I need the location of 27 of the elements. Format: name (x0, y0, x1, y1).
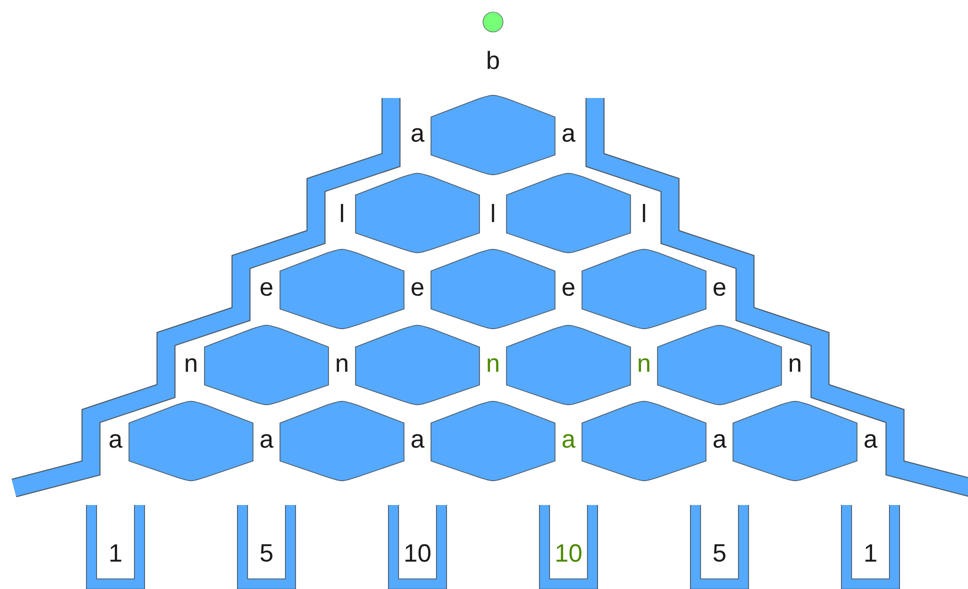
letter-label: l (492, 204, 494, 222)
letter-label: n (488, 358, 498, 372)
letter-label: a (562, 128, 576, 142)
letter-label: a (412, 128, 424, 142)
bin: 5 (237, 505, 296, 589)
letter-label: a (864, 434, 878, 448)
bin: 10 (388, 505, 447, 589)
letter-label: b (488, 50, 499, 70)
letter-label: l (340, 204, 344, 222)
letter-label: e (260, 282, 272, 296)
letter-label: n (790, 358, 800, 372)
letter-label: a (562, 434, 576, 448)
letter-label: a (714, 434, 726, 448)
bin: 5 (690, 505, 749, 589)
bin: 1 (86, 505, 145, 589)
letter-label: n (336, 358, 348, 372)
bin: 10 (539, 505, 598, 589)
letter-label: e (412, 282, 424, 296)
letter-label: a (260, 434, 274, 448)
letter-label: a (412, 434, 424, 448)
letter-label: e (714, 282, 726, 296)
letter-label: l (642, 204, 646, 222)
letter-label: e (562, 282, 574, 296)
letter-label: n (186, 358, 196, 372)
letter-label: n (638, 358, 650, 372)
letter-label: a (110, 434, 122, 448)
bin: 1 (841, 505, 900, 589)
